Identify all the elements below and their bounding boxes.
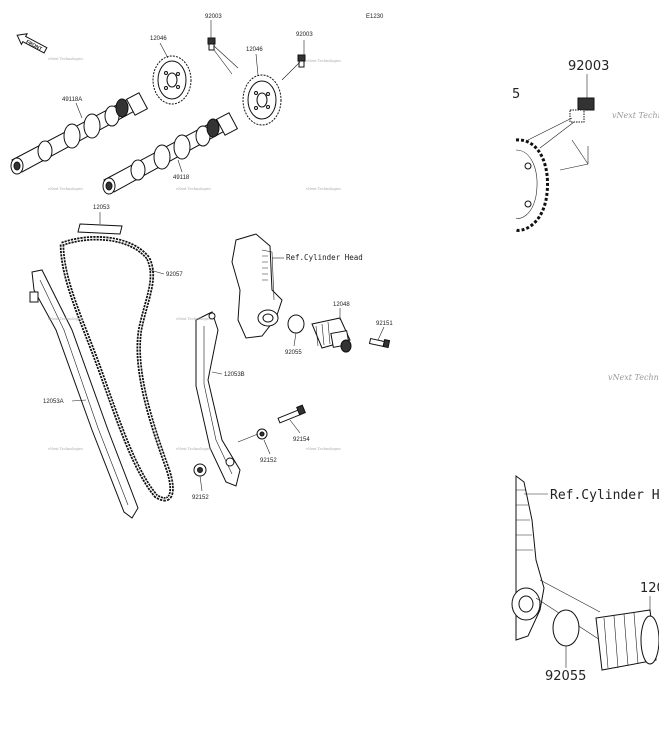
sprocket-left — [152, 55, 192, 105]
watermarks: vNext Technologies vNext Technologies vN… — [47, 57, 341, 451]
label-12046-left: 12046 — [150, 36, 167, 42]
label-92152-a: 92152 — [260, 458, 277, 464]
watermark: vNext Technologies — [305, 59, 341, 63]
label-12048: 12048 — [333, 302, 350, 308]
zoom-label-92055: 92055 — [545, 669, 586, 684]
cylinder-head-ref — [231, 233, 283, 339]
label-92057: 92057 — [166, 272, 183, 278]
bolt-92003-left — [207, 37, 216, 51]
watermark: vNext Technologies — [47, 57, 83, 61]
tensioner-12048 — [311, 317, 352, 353]
bolt-92151 — [368, 337, 391, 349]
label-12046-right: 12046 — [246, 47, 263, 53]
chain-guide-12053a — [29, 269, 139, 519]
chain-guide-12053 — [77, 223, 123, 235]
zoom-ref-cylinder-head: Ref.Cylinder H — [550, 488, 659, 503]
sprocket-right — [242, 74, 282, 126]
watermark: vNext Technologies — [175, 447, 211, 451]
label-92151: 92151 — [376, 321, 393, 327]
label-12053a: 12053A — [43, 399, 64, 405]
camshaft-49118 — [102, 112, 239, 195]
watermark: vNext Technologies — [305, 187, 341, 191]
zoom-label-92003: 92003 — [568, 59, 609, 74]
watermark: vNext Technologies — [47, 447, 83, 451]
zoom-cylinder-head — [511, 475, 545, 641]
label-92152-b: 92152 — [192, 495, 209, 501]
watermark: vNext Technologies — [305, 447, 341, 451]
label-92003-right: 92003 — [296, 32, 313, 38]
zoom-gasket-92055 — [552, 609, 580, 647]
label-ref-cylinder-head: Ref.Cylinder Head — [286, 253, 363, 262]
zoom-tensioner-12048 — [595, 609, 659, 671]
collar-92152-a — [256, 428, 268, 440]
leader-lines — [71, 20, 385, 492]
bolt-92003-right — [297, 54, 306, 68]
label-92003-left: 92003 — [205, 14, 222, 20]
camshaft-49118a — [10, 92, 149, 175]
watermark: vNext Technologies — [175, 317, 211, 321]
watermark: vNext Technologies — [47, 317, 83, 321]
watermark: vNext Technologies — [175, 187, 211, 191]
label-92055: 92055 — [285, 350, 302, 356]
zoom-watermark: vNext Technologies — [612, 111, 659, 120]
label-12053b: 12053B — [224, 372, 245, 378]
diagram-code: E1230 — [366, 14, 384, 20]
label-92154: 92154 — [293, 437, 310, 443]
zoom-watermark: vNext Technologies — [608, 373, 659, 382]
front-arrow-icon: FRONT — [16, 33, 48, 54]
zoom-label-12048-partial: 120 — [640, 581, 659, 596]
zoom-sprocket — [515, 138, 549, 232]
label-49118a: 49118A — [62, 97, 82, 103]
zoom-bolt-92003 — [569, 97, 595, 123]
tensioner-arm-12053b — [195, 311, 241, 487]
label-12053: 12053 — [93, 205, 110, 211]
gasket-92055 — [287, 314, 305, 334]
zoom-panel: 92003 5 vNext Technologies vNext Technol… — [511, 59, 659, 684]
zoom-edge-char: 5 — [512, 87, 520, 102]
bolt-92154 — [277, 404, 306, 424]
label-49118: 49118 — [173, 175, 190, 181]
collar-92152-b — [193, 463, 207, 477]
timing-chain-92057 — [59, 236, 174, 502]
watermark: vNext Technologies — [47, 187, 83, 191]
